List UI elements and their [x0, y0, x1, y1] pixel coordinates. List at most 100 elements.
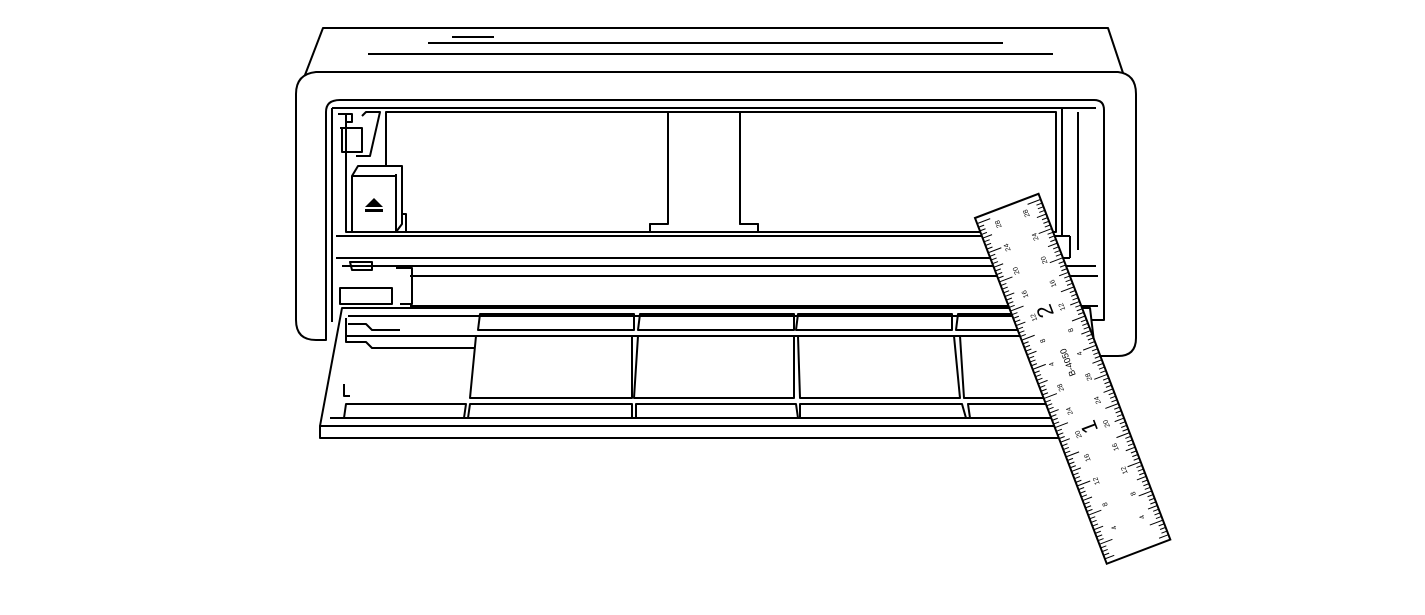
ruler-tick-left [1104, 554, 1115, 560]
ruler-tick-left [992, 261, 999, 265]
ruler-tick-right [1111, 399, 1118, 403]
ruler-scale-right-label: 28 [1022, 208, 1031, 218]
ruler-tick-left [1026, 350, 1037, 356]
ruler-tick-left [1071, 467, 1082, 472]
ruler-tick-right [1127, 461, 1141, 468]
ruler-tick-left [1003, 290, 1010, 294]
ruler-tick-left [1035, 374, 1042, 378]
ruler-tick-left [983, 239, 990, 243]
ruler-scale-right-label: 20 [1040, 255, 1049, 265]
ruler-tick-left [1078, 487, 1085, 491]
tray-middle-row [469, 335, 1061, 399]
ruler-tick-right [1094, 355, 1101, 359]
tray-hinge-detail [343, 318, 474, 397]
ruler-scale-right-label: 24 [1031, 232, 1040, 242]
ruler-tick-right [1071, 315, 1086, 322]
ruler-tick-right [1115, 410, 1122, 414]
ruler-tick-left [1101, 548, 1108, 553]
ruler-tick-left [1050, 414, 1057, 418]
ruler-tick-right [1161, 530, 1168, 534]
ruler-scale-right-label: 4 [1076, 350, 1084, 356]
ruler-tick-left [1015, 321, 1026, 327]
interior-left-panel [385, 111, 669, 233]
fold-down-tray [319, 307, 1105, 439]
ruler-tick-right [1148, 497, 1155, 501]
ruler-tick-left [1039, 384, 1046, 389]
ruler-tick-right [1094, 373, 1108, 380]
ruler-tick-right [1143, 483, 1150, 487]
ruler-tick-right [1127, 443, 1134, 447]
ruler-tick-left [1079, 490, 1086, 494]
ruler-tick-left [1093, 525, 1104, 531]
ruler-tick-left [1070, 465, 1076, 469]
ruler-tick-left [1028, 355, 1035, 359]
ruler-tick-right [1125, 435, 1132, 439]
ruler-tick-left [1099, 538, 1113, 545]
ruler-tick-right [1105, 384, 1112, 388]
ruler-tick-left [985, 242, 992, 246]
ruler-tick-right [1093, 351, 1100, 356]
ruler-tick-right [1147, 505, 1158, 510]
ruler-tick-left [1076, 480, 1091, 487]
ruler-tick-left [1081, 494, 1088, 498]
ruler-tick-right [1064, 275, 1071, 279]
ruler-tick-right [1158, 523, 1165, 527]
interior-left-wall [331, 108, 1056, 322]
ruler-tick-right [1116, 432, 1130, 439]
ruler-scale-right-label: 16 [1049, 278, 1058, 288]
ruler-tick-right [1058, 260, 1065, 264]
eject-button[interactable] [351, 165, 403, 233]
ruler-tick-right [1141, 479, 1148, 483]
eject-button-body[interactable] [351, 165, 403, 233]
ruler-scale-right-label: 8 [1130, 490, 1138, 496]
ruler-tick-right [1082, 344, 1097, 351]
ruler-tick-left [1038, 379, 1048, 385]
ruler-tick-right [1100, 370, 1107, 374]
ruler-tick-right [1047, 231, 1054, 235]
ruler-tick-right [1043, 220, 1050, 224]
ruler-tick-left [986, 246, 993, 250]
ruler-tick-left [1032, 363, 1046, 370]
ruler-tick-right [1076, 308, 1083, 312]
ruler-tick-left [976, 218, 991, 225]
ruler-ticks [976, 198, 1169, 560]
ruler-tick-right [1086, 333, 1093, 337]
ruler-tick-right [1091, 348, 1098, 352]
ruler-tick-right [1037, 206, 1044, 210]
ruler-tick-right [1126, 439, 1133, 443]
ruler-tick-right [1069, 290, 1076, 294]
ruler-tick-left [978, 224, 985, 228]
ruler-tick-left [1090, 519, 1097, 523]
ruler-tick-left [1017, 326, 1024, 330]
ruler-tick-right [1116, 413, 1123, 418]
ruler-tick-left [1024, 344, 1031, 348]
ruler-scale-right-label: 12 [1058, 302, 1067, 312]
ruler-tick-right [1072, 297, 1079, 301]
ruler: 2824201612842824201612842824201612842824… [973, 192, 1172, 566]
ruler-tick-left [1086, 508, 1093, 512]
ruler-tick-right [1061, 268, 1068, 272]
ruler-tick-left [1025, 348, 1032, 352]
ruler-tick-right [1054, 249, 1061, 254]
ruler-tick-left [1074, 476, 1081, 480]
ruler-tick-left [1072, 472, 1079, 476]
ruler-tick-right [1125, 446, 1136, 452]
ruler-scale-left-label: 8 [1040, 337, 1048, 343]
ruler-tick-right [1066, 282, 1073, 286]
ruler-tick-right [1059, 264, 1066, 268]
ruler-tick-left [1007, 301, 1014, 305]
ruler-tick-right [1159, 526, 1166, 530]
ruler-tick-left [1092, 523, 1099, 527]
ruler-tick-right [1058, 271, 1069, 277]
ruler-tick-left [1053, 421, 1060, 425]
ruler-tick-left [995, 268, 1001, 272]
ruler-tick-left [997, 275, 1004, 279]
ruler-tick-right [1083, 326, 1090, 330]
ruler-tick-left [1082, 496, 1093, 502]
ruler-scale-right-label: 12 [1120, 465, 1129, 475]
ruler-tick-right [1041, 217, 1048, 221]
ruler-tick-right [1132, 454, 1139, 458]
ruler-tick-right [1049, 257, 1064, 264]
ruler-scale-right-label: 20 [1102, 418, 1111, 428]
